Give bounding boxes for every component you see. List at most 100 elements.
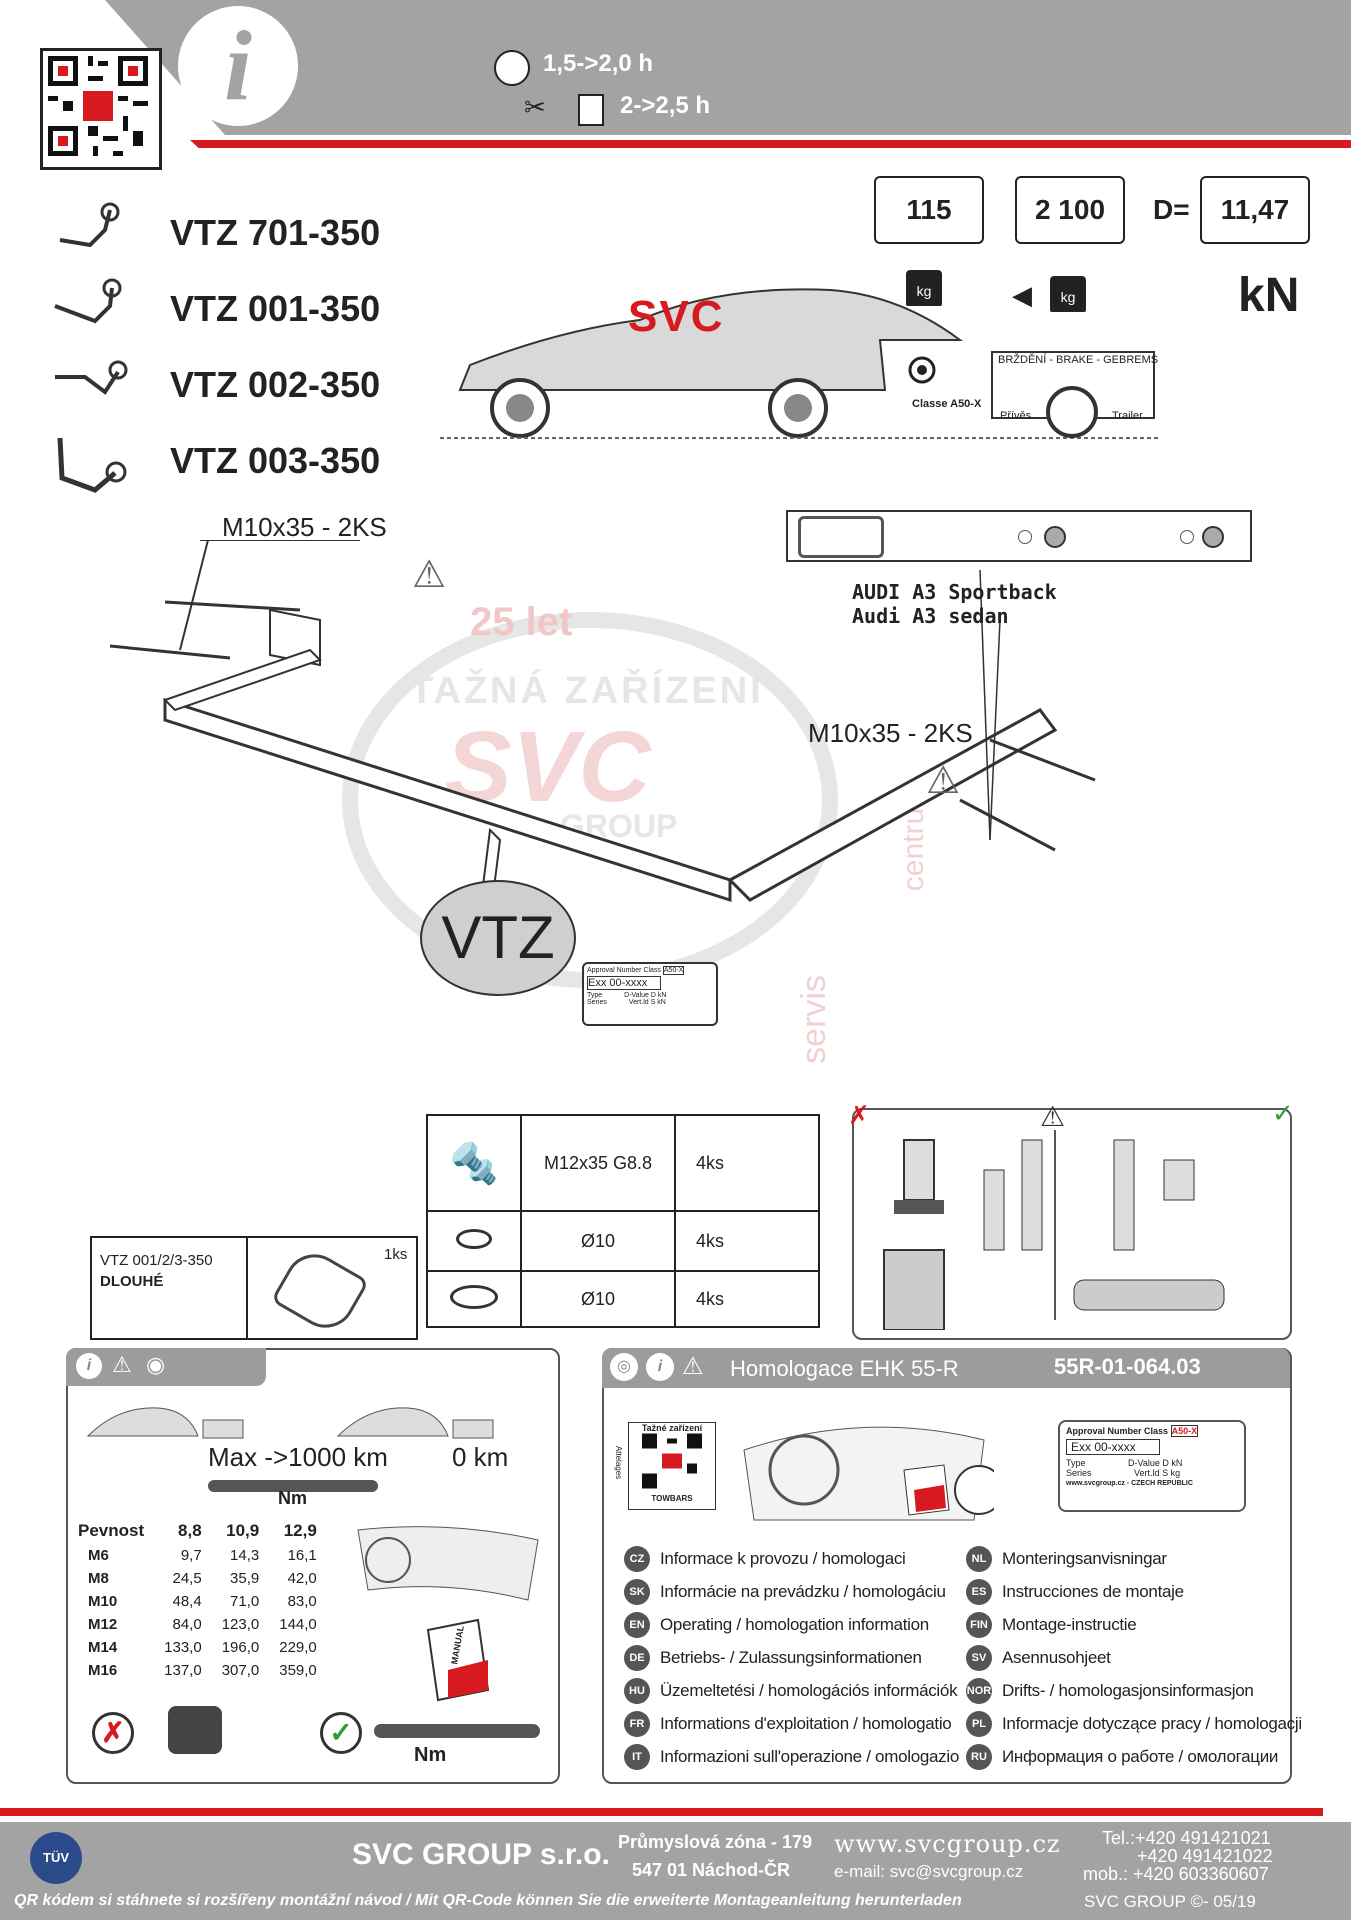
bolt-icon-cell: 🔩 <box>426 1114 522 1212</box>
kg-label: kg <box>1060 289 1076 305</box>
bolt-table: 🔩 M12x35 G8.8 4ks Ø10 4ks Ø10 4ks <box>426 1114 820 1328</box>
phone-3: mob.: +420 603360607 <box>1083 1864 1269 1884</box>
bolt-label-right: M10x35 - 2KS <box>808 718 973 748</box>
torque-table-header: Pevnost 8,8 10,9 12,9 <box>68 1518 327 1544</box>
warning-icon: ⚠ <box>926 760 961 802</box>
flat-washer-spec: Ø10 <box>520 1270 676 1328</box>
torque-cell: 24,5 <box>172 1570 202 1587</box>
plate-approval-label: Approval Number <box>587 967 642 974</box>
impact-wrench-icon <box>168 1706 222 1754</box>
extra-part-box: VTZ 001/2/3-350 DLOUHÉ 1ks <box>90 1236 418 1340</box>
plate-class-value: A50-X <box>1170 1425 1199 1437</box>
language-text: Monteringsanvisningar <box>1002 1549 1167 1568</box>
language-code: EN <box>624 1612 650 1638</box>
towbar-crossbeam-drawing <box>110 540 1096 923</box>
plate-s-label: S <box>650 999 656 1006</box>
bolt-hole <box>1202 526 1224 548</box>
torque-cell: M14 <box>88 1639 118 1656</box>
website-link[interactable]: www.svcgroup.cz <box>834 1830 1061 1858</box>
towbar-icon <box>57 437 127 493</box>
torque-wrench-icon <box>374 1724 540 1738</box>
torque-cell: 359,0 <box>279 1662 317 1679</box>
tuv-badge: TÜV <box>30 1832 82 1884</box>
language-text: Drifts- / homologasjonsinformasjon <box>1002 1681 1254 1700</box>
torque-header-cell: 12,9 <box>283 1521 317 1540</box>
homologation-code: 55R-01-064.03 <box>1054 1354 1201 1379</box>
torque-cell: 196,0 <box>221 1639 260 1656</box>
plate-number: Exx 00-xxxx <box>1066 1439 1160 1455</box>
time-label-1: 1,5->2,0 h <box>543 50 654 77</box>
plate-number: Exx 00-xxxx <box>587 976 661 990</box>
torque-cell: 14,3 <box>230 1547 260 1564</box>
torque-panel: i ⚠ ◉ Max ->1000 km 0 km Nm Pevnost 8,8 … <box>66 1348 560 1784</box>
language-item[interactable]: NL Monteringsanvisningar <box>966 1546 1302 1579</box>
zero-km-label: 0 km <box>452 1442 509 1472</box>
language-code: HU <box>624 1678 650 1704</box>
trailer-sub-2: Trailer <box>1112 410 1143 422</box>
footer-bar: TÜV SVC GROUP s.r.o. Průmyslová zóna - 1… <box>0 1822 1351 1920</box>
bolt-hole <box>1044 526 1066 548</box>
warning-icon: ⚠ <box>682 1353 704 1380</box>
language-text: Asennusohjeet <box>1002 1648 1111 1667</box>
language-code: ES <box>966 1579 992 1605</box>
kg-label: kg <box>916 283 932 299</box>
qr-sub: TOWBARS <box>651 1494 693 1503</box>
torque-cell: 48,4 <box>172 1593 202 1610</box>
plate-kn-label: kN <box>657 992 667 999</box>
extra-part-label-2: DLOUHÉ <box>100 1273 164 1290</box>
homologation-title: Homologace EHK 55-R <box>730 1356 959 1381</box>
torque-cell: 144,0 <box>279 1616 317 1633</box>
phone-1: Tel.:+420 491421021 <box>1102 1828 1271 1848</box>
qr-note: QR kódem si stáhnete si rozšířeny montáž… <box>14 1892 962 1909</box>
homologation-plate: Approval Number Class A50-X Exx 00-xxxx … <box>1058 1420 1246 1512</box>
torque-cell: M12 <box>88 1616 118 1633</box>
language-text: Informácie na prevádzku / homologáciu <box>660 1582 946 1601</box>
torque-panel-header: i ⚠ ◉ <box>66 1348 266 1386</box>
plate-dvalue-label: D-Value D <box>624 992 656 999</box>
torque-header-cell: 8,8 <box>178 1521 202 1540</box>
qr-code <box>40 48 162 170</box>
torque-cell: 307,0 <box>221 1662 260 1679</box>
vertical-load-box: 115 <box>874 176 984 244</box>
weight-icon: kg <box>1050 276 1086 312</box>
product-item: VTZ 003-350 <box>50 428 390 504</box>
calculator-icon <box>578 94 604 126</box>
plate-kg-label: kg <box>1170 1468 1181 1478</box>
plate-vert-label: Vert.ld <box>1134 1468 1160 1478</box>
email-link[interactable]: e-mail: svc@svcgroup.cz <box>834 1862 1024 1881</box>
torque-cell: 84,0 <box>172 1616 202 1633</box>
towbar-icon <box>54 278 122 324</box>
plate-type-label: Type <box>1066 1458 1086 1468</box>
bolt-icon: 🔩 <box>449 1141 499 1186</box>
vehicle-name-2: Audi A3 sedan <box>852 604 1009 628</box>
plate-dvalue-label: D-Value D <box>1128 1458 1169 1468</box>
eye-icon: ◉ <box>146 1352 166 1377</box>
warning-icon: ⚠ <box>112 1352 132 1377</box>
plate-vert-label: Vert.ld <box>628 999 649 1006</box>
bolt-qty: 4ks <box>674 1114 820 1212</box>
spring-washer-icon <box>456 1228 492 1249</box>
torque-cell: M6 <box>88 1547 109 1564</box>
language-code: NL <box>966 1546 992 1572</box>
manual-glovebox-drawing <box>357 1526 539 1702</box>
plate-class-value: A50-X <box>662 966 685 975</box>
homologation-qr: Tažné zařízení TOWBARS <box>628 1422 716 1510</box>
nm-bottom-label: Nm <box>414 1744 447 1766</box>
